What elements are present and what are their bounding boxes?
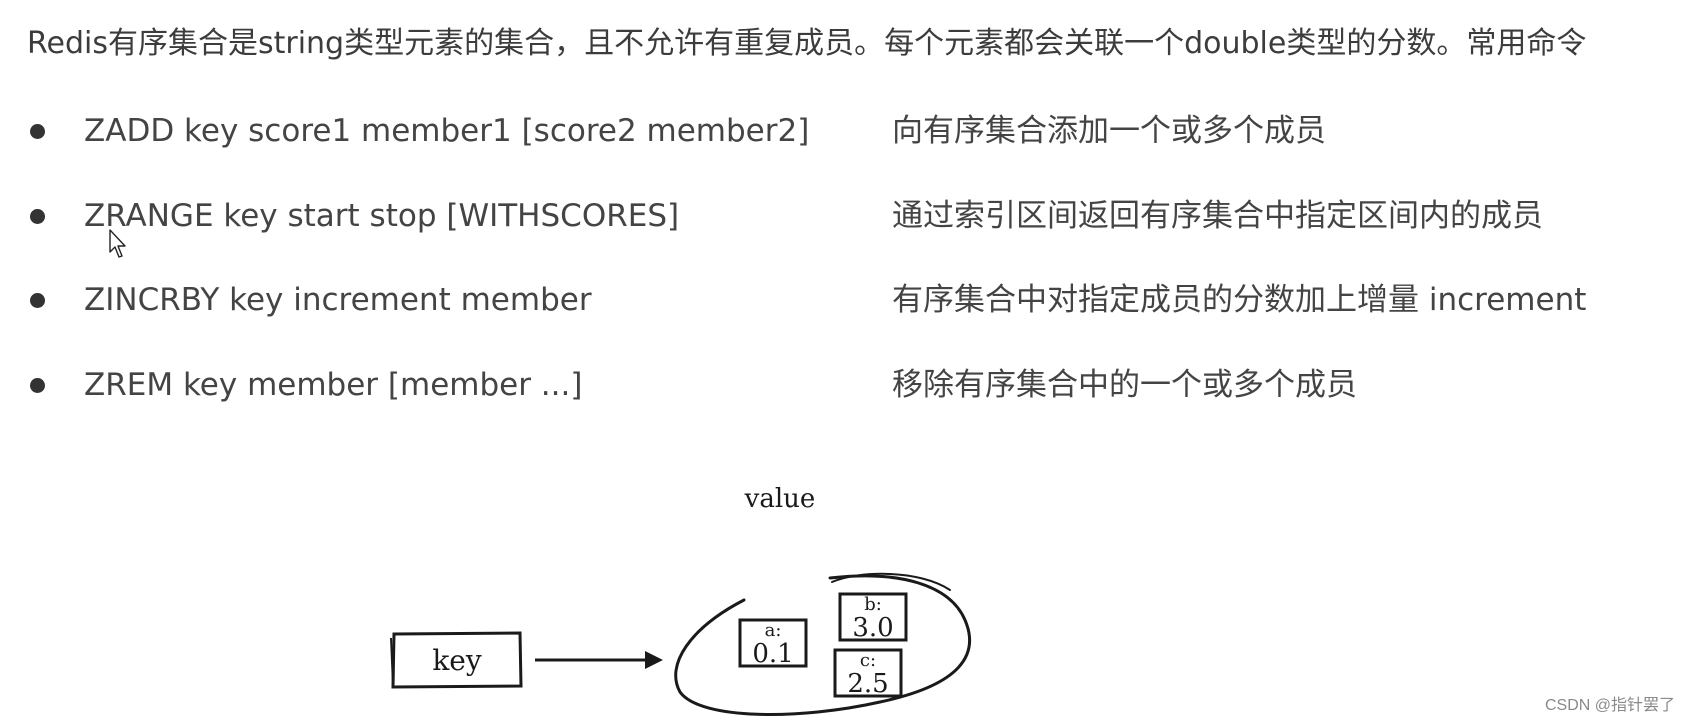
sorted-set-diagram: value key a: 0.1 b: 3.0 [360, 470, 1000, 720]
command-description: 有序集合中对指定成员的分数加上增量 increment [892, 282, 1587, 318]
bullet-icon [30, 209, 45, 224]
command-text: ZINCRBY key increment member [84, 282, 592, 318]
member-box-a: a: 0.1 [738, 618, 808, 669]
command-description: 向有序集合添加一个或多个成员 [892, 113, 1326, 149]
arrow-icon [535, 651, 663, 669]
member-score: 2.5 [847, 669, 888, 699]
command-row-zadd: ZADD key score1 member1 [score2 member2]… [0, 105, 1685, 155]
bullet-icon [30, 378, 45, 393]
watermark: CSDN @指针罢了 [1544, 697, 1675, 714]
command-row-zrange: ZRANGE key start stop [WITHSCORES] 通过索引区… [0, 190, 1685, 240]
bullet-icon [30, 293, 45, 308]
set-ellipse [674, 574, 971, 716]
member-box-b: b: 3.0 [838, 592, 908, 643]
command-row-zincrby: ZINCRBY key increment member 有序集合中对指定成员的… [0, 274, 1685, 324]
command-description: 通过索引区间返回有序集合中指定区间内的成员 [892, 198, 1543, 234]
member-box-c: c: 2.5 [833, 648, 903, 699]
bullet-icon [30, 124, 45, 139]
command-text: ZREM key member [member ...] [84, 367, 583, 403]
intro-text: Redis有序集合是string类型元素的集合，且不允许有重复成员。每个元素都会… [27, 26, 1587, 61]
member-score: 0.1 [752, 639, 793, 669]
command-list: ZADD key score1 member1 [score2 member2]… [0, 105, 1685, 409]
command-text: ZRANGE key start stop [WITHSCORES] [84, 198, 680, 234]
member-score: 3.0 [852, 613, 893, 643]
mouse-cursor-icon [109, 229, 126, 258]
value-label: value [744, 484, 816, 514]
member-name: a: [765, 620, 782, 641]
key-box: key [390, 631, 523, 689]
key-label: key [432, 644, 482, 677]
member-name: b: [864, 594, 882, 615]
command-description: 移除有序集合中的一个或多个成员 [892, 367, 1357, 403]
member-name: c: [860, 650, 876, 671]
command-row-zrem: ZREM key member [member ...] 移除有序集合中的一个或… [0, 359, 1685, 409]
command-text: ZADD key score1 member1 [score2 member2] [84, 113, 810, 149]
